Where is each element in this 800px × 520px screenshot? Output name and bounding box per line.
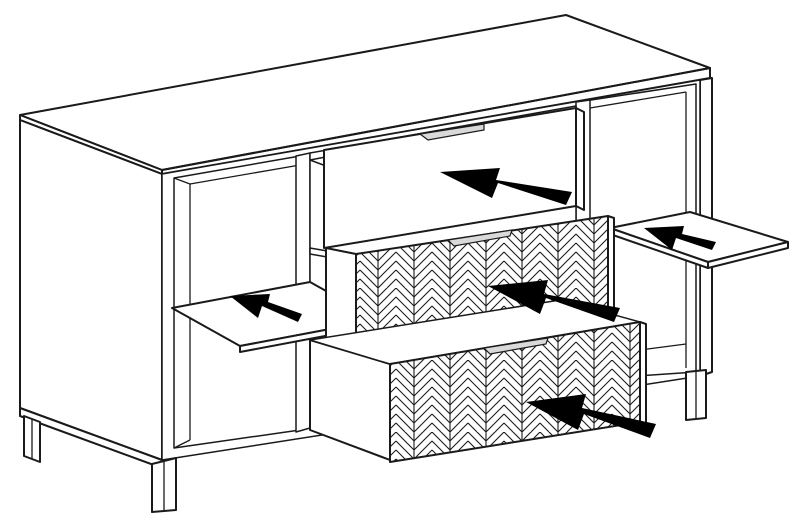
drawer-top	[309, 107, 585, 249]
arrow-middle-drawer-icon	[488, 280, 620, 322]
arrows	[230, 168, 716, 438]
arrow-bottom-drawer-icon	[526, 394, 656, 438]
arrow-left-shelf-icon	[230, 294, 302, 322]
arrow-right-shelf-icon	[644, 226, 716, 250]
drawer-middle-handle	[446, 229, 513, 247]
drawer-bottom	[309, 299, 647, 463]
arrow-top-drawer-icon	[440, 168, 572, 205]
drawer-bottom-handle	[482, 337, 549, 355]
legs	[23, 369, 707, 513]
cabinet-left-side	[19, 119, 163, 461]
drawer-top-handle	[418, 123, 485, 141]
